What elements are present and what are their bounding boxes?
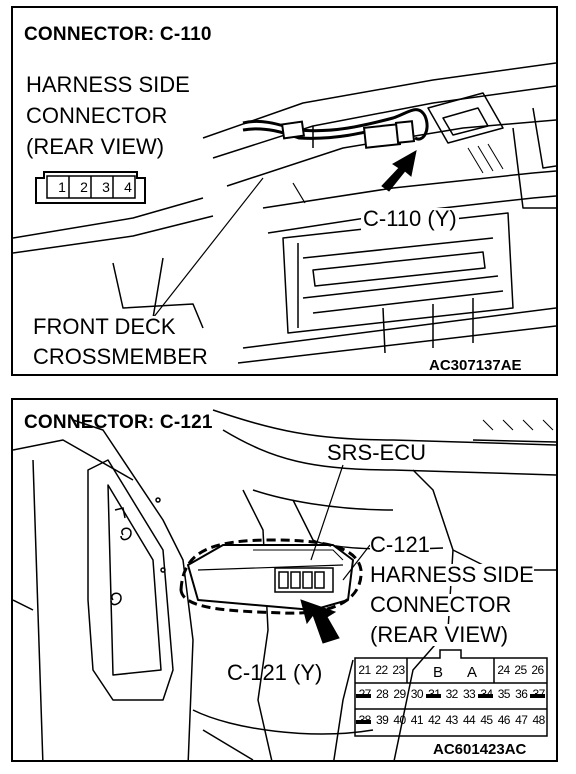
c110-figure-code: AC307137AE (429, 357, 522, 374)
c121-pin-row3: 38 39 40 41 42 43 44 45 46 47 48 (356, 714, 547, 726)
c110-pin-3: 3 (102, 179, 110, 195)
c121-pin: 36 (515, 687, 528, 701)
c121-pin: 38 (358, 713, 372, 727)
c121-pin: 44 (462, 713, 476, 727)
c121-side-label-line1: C-121 (370, 532, 430, 557)
c121-pin: 46 (497, 713, 511, 727)
c121-pin: 41 (410, 713, 424, 727)
c110-side-label-line2: CONNECTOR (26, 103, 168, 128)
c110-title: CONNECTOR: C-110 (24, 24, 212, 45)
c110-pin-4: 4 (124, 179, 132, 195)
c121-pin: 29 (393, 687, 406, 701)
c121-pin: 34 (480, 687, 493, 701)
c121-figure-code: AC601423AC (433, 741, 527, 758)
c121-pin: 47 (515, 713, 528, 727)
c121-pin: 25 (514, 663, 527, 677)
c121-letter-b: B (433, 664, 444, 681)
c121-pin: 32 (445, 687, 459, 701)
c121-pin: 23 (392, 663, 405, 677)
c110-pin-1: 1 (58, 179, 66, 195)
c110-side-label-line1: HARNESS SIDE (26, 72, 190, 97)
c121-pin: 43 (445, 713, 459, 727)
c121-title: CONNECTOR: C-121 (24, 412, 213, 433)
c121-pin: 21 (358, 663, 371, 677)
c121-pin: 40 (393, 713, 406, 727)
c121-illustration (13, 409, 556, 760)
c121-side-label-line4: (REAR VIEW) (370, 622, 509, 647)
c121-pin: 26 (531, 663, 544, 677)
c121-letter-a: A (467, 664, 478, 681)
c121-pin: 48 (532, 713, 546, 727)
c121-pin: 31 (428, 687, 441, 701)
c110-member-label-line1: FRONT DECK (33, 314, 176, 339)
c121-side-label-line3: CONNECTOR (370, 592, 512, 617)
c121-pin: 39 (376, 713, 389, 727)
c110-member-label-line2: CROSSMEMBER (33, 344, 208, 369)
srs-ecu-label: SRS-ECU (325, 440, 429, 465)
c121-side-label-line2: HARNESS SIDE (370, 562, 534, 587)
c110-connector-label: C-110 (Y) (361, 206, 459, 231)
c121-pin: 33 (462, 687, 476, 701)
c110-side-label-line3: (REAR VIEW) (26, 134, 165, 159)
c121-pin: 45 (480, 713, 493, 727)
connector-c110-panel: CONNECTOR: C-110 HARNESS SIDE CONNECTOR … (11, 6, 558, 376)
c121-pin: 30 (410, 687, 424, 701)
c121-pin: 28 (376, 687, 389, 701)
c110-illustration (13, 62, 556, 364)
c110-pin-row: 1 2 3 4 (51, 180, 139, 194)
c110-pin-2: 2 (80, 179, 88, 195)
c121-connector-label: C-121 (Y) (227, 660, 323, 685)
connector-c121-panel: CONNECTOR: C-121 SRS-ECU C-121 HARNESS S… (11, 398, 558, 762)
c121-pin: 37 (532, 687, 546, 701)
c121-pin-row1-right: 24 25 26 (495, 664, 546, 676)
c121-pin: 24 (497, 663, 510, 677)
c121-pin: 35 (497, 687, 511, 701)
c121-pin: 42 (428, 713, 441, 727)
c121-pin: 22 (375, 663, 388, 677)
c121-pin: 27 (358, 687, 372, 701)
c121-pin-row2: 27 28 29 30 31 32 33 34 35 36 37 (356, 688, 547, 700)
c121-pin-row1-left: 21 22 23 (356, 664, 407, 676)
